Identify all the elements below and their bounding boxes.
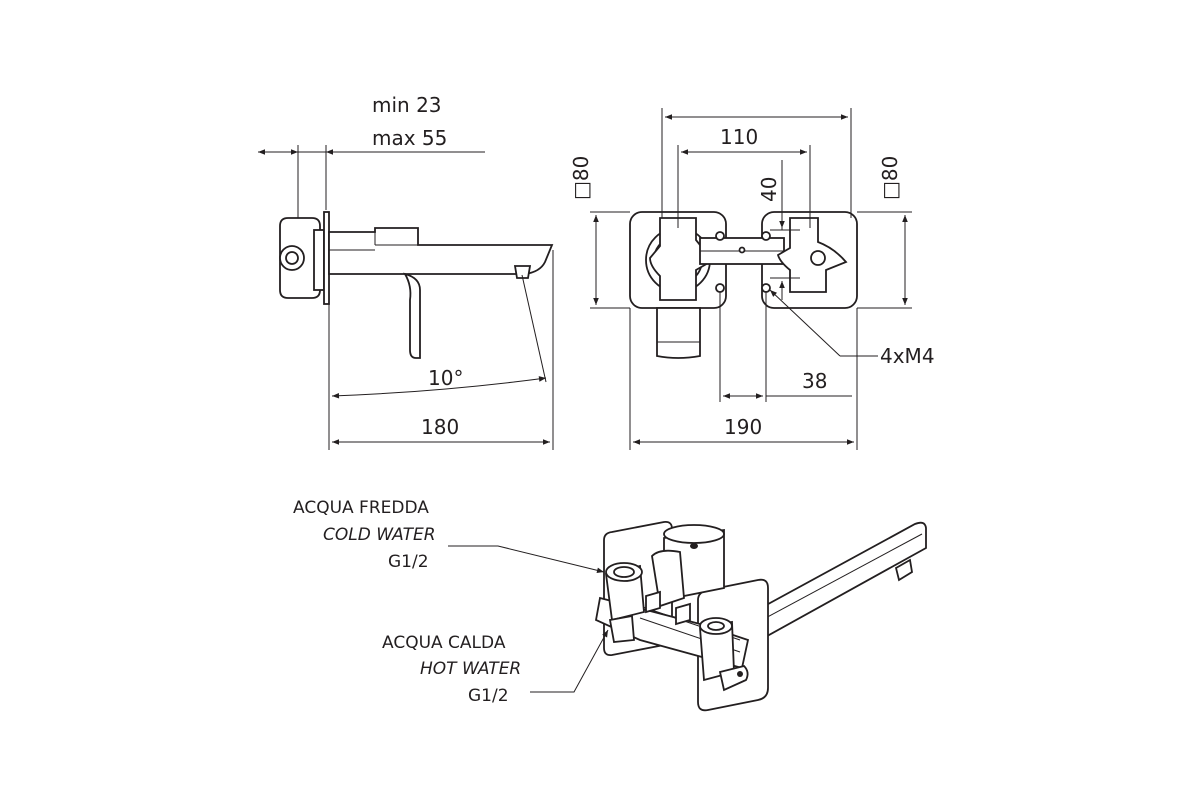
hot-water-it: ACQUA CALDA [382,633,506,653]
left-plate-label: □80 [569,156,593,200]
screw [761,283,771,293]
length-label: 180 [421,415,459,439]
screws-label: 4xM4 [880,344,935,368]
spout-stub [656,307,701,359]
screw [715,283,725,293]
cold-water-thread: G1/2 [388,552,429,572]
screw-leader [769,289,841,357]
right-plate-label: □80 [878,156,902,200]
hot-water-en: HOT WATER [420,659,521,679]
total-width-label: 190 [724,415,762,439]
angle-label: 10° [428,366,463,390]
hot-water-thread: G1/2 [468,686,509,706]
lever-handle [403,272,421,359]
side-view: min 23 max 55 10° 180 [258,93,554,450]
angle-arc [331,376,547,399]
depth-max-label: max 55 [372,126,447,150]
spacing-label: 38 [802,369,827,393]
screw [715,231,725,241]
screw [761,231,771,241]
iso-spout [746,521,927,642]
front-view: 110 40 □80 □80 4xM4 38 190 [569,108,935,450]
isometric-view: ACQUA FREDDA COLD WATER G1/2 ACQUA CALDA… [293,498,927,712]
cold-water-en: COLD WATER [323,525,436,545]
hot-water-leader [530,629,609,693]
cold-water-it: ACQUA FREDDA [293,498,429,518]
spout-width-label: 110 [720,125,758,149]
cold-water-leader [448,545,605,574]
offset-label: 40 [757,177,781,202]
depth-min-label: min 23 [372,93,442,117]
